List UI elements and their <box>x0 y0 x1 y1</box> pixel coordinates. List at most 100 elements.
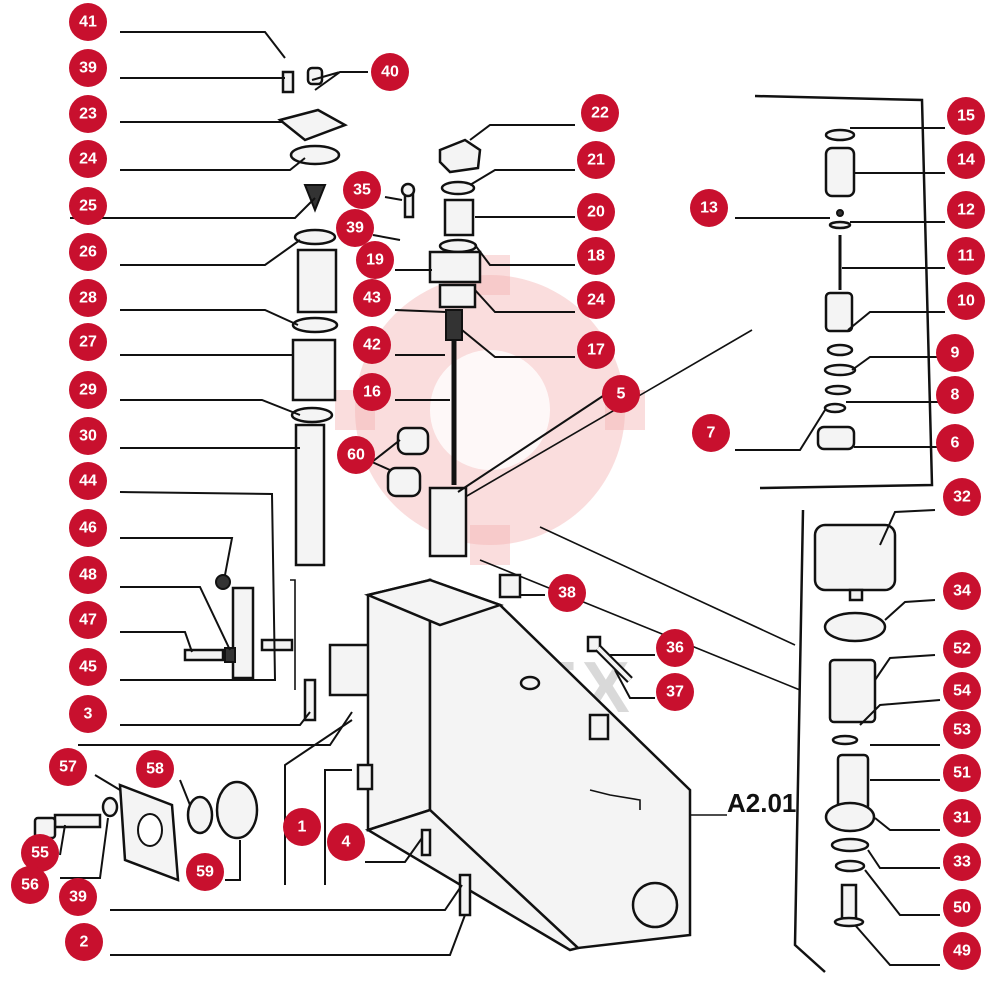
callout-13: 13 <box>690 189 728 227</box>
svg-text:28: 28 <box>79 290 97 307</box>
svg-text:39: 39 <box>69 889 87 906</box>
callout-4: 4 <box>327 823 365 861</box>
callout-36: 36 <box>656 629 694 667</box>
callout-9: 9 <box>936 334 974 372</box>
svg-text:29: 29 <box>79 382 97 399</box>
callout-37: 37 <box>656 673 694 711</box>
callout-17: 17 <box>577 331 615 369</box>
relief-valve-detail <box>813 523 897 928</box>
callout-24: 24 <box>69 140 107 178</box>
callout-12: 12 <box>947 191 985 229</box>
svg-text:27: 27 <box>79 334 97 351</box>
svg-text:25: 25 <box>79 198 97 215</box>
callout-35: 35 <box>343 171 381 209</box>
svg-text:15: 15 <box>957 108 975 125</box>
callout-26: 26 <box>69 233 107 271</box>
svg-text:3: 3 <box>84 706 93 723</box>
svg-text:56: 56 <box>21 877 39 894</box>
svg-text:4: 4 <box>342 834 351 851</box>
svg-text:9: 9 <box>951 345 960 362</box>
callout-14: 14 <box>947 141 985 179</box>
callout-25: 25 <box>69 187 107 225</box>
callouts: 41 39 40 23 24 25 26 28 27 29 30 44 46 4… <box>11 3 985 970</box>
callout-20: 20 <box>577 193 615 231</box>
svg-text:59: 59 <box>196 864 214 881</box>
svg-text:20: 20 <box>587 204 605 221</box>
callout-15: 15 <box>947 97 985 135</box>
svg-text:60: 60 <box>347 447 365 464</box>
callout-52: 52 <box>943 630 981 668</box>
svg-text:10: 10 <box>957 293 975 310</box>
callout-34: 34 <box>943 572 981 610</box>
callout-55: 55 <box>21 834 59 872</box>
callout-42: 42 <box>353 326 391 364</box>
svg-text:5: 5 <box>617 386 626 403</box>
callout-28: 28 <box>69 279 107 317</box>
svg-text:6: 6 <box>951 435 960 452</box>
svg-text:52: 52 <box>953 641 971 658</box>
callout-16: 16 <box>353 373 391 411</box>
callout-46: 46 <box>69 509 107 547</box>
callout-19: 19 <box>356 241 394 279</box>
svg-text:18: 18 <box>587 248 605 265</box>
svg-text:39: 39 <box>79 60 97 77</box>
callout-39: 39 <box>69 49 107 87</box>
left-filter-stack <box>277 66 348 567</box>
callout-47: 47 <box>69 601 107 639</box>
svg-text:26: 26 <box>79 244 97 261</box>
callout-24b: 24 <box>577 281 615 319</box>
svg-text:23: 23 <box>79 106 97 123</box>
callout-18: 18 <box>577 237 615 275</box>
callout-31: 31 <box>943 799 981 837</box>
svg-text:21: 21 <box>587 152 605 169</box>
svg-text:24: 24 <box>79 151 97 168</box>
callout-23: 23 <box>69 95 107 133</box>
svg-text:32: 32 <box>953 489 971 506</box>
callout-1: 1 <box>283 808 321 846</box>
svg-text:51: 51 <box>953 765 971 782</box>
svg-text:22: 22 <box>591 105 609 122</box>
svg-text:53: 53 <box>953 722 971 739</box>
svg-text:58: 58 <box>146 761 164 778</box>
figure-reference: A2.01 <box>727 788 796 818</box>
hydraulic-tank <box>356 573 692 952</box>
callout-59: 59 <box>186 853 224 891</box>
svg-text:50: 50 <box>953 900 971 917</box>
callout-7: 7 <box>692 414 730 452</box>
svg-text:12: 12 <box>957 202 975 219</box>
svg-text:54: 54 <box>953 683 971 700</box>
svg-text:44: 44 <box>79 473 97 490</box>
callout-43: 43 <box>353 279 391 317</box>
svg-text:36: 36 <box>666 640 684 657</box>
svg-text:39: 39 <box>346 220 364 237</box>
callout-27: 27 <box>69 323 107 361</box>
svg-text:41: 41 <box>79 14 97 31</box>
svg-text:42: 42 <box>363 337 381 354</box>
callout-57: 57 <box>49 748 87 786</box>
svg-text:47: 47 <box>79 612 97 629</box>
leader-lines <box>59 31 945 966</box>
bracket-assembly <box>183 574 392 722</box>
callout-22: 22 <box>581 94 619 132</box>
callout-5: 5 <box>602 375 640 413</box>
callout-32: 32 <box>943 478 981 516</box>
svg-text:37: 37 <box>666 684 684 701</box>
callout-10: 10 <box>947 282 985 320</box>
callout-41: 41 <box>69 3 107 41</box>
callout-33: 33 <box>943 843 981 881</box>
svg-text:45: 45 <box>79 659 97 676</box>
callout-54: 54 <box>943 672 981 710</box>
svg-text:46: 46 <box>79 520 97 537</box>
callout-8: 8 <box>936 376 974 414</box>
svg-text:31: 31 <box>953 810 971 827</box>
svg-text:13: 13 <box>700 200 718 217</box>
svg-text:14: 14 <box>957 152 975 169</box>
callout-53: 53 <box>943 711 981 749</box>
callout-48: 48 <box>69 556 107 594</box>
svg-text:48: 48 <box>79 567 97 584</box>
callout-2: 2 <box>65 923 103 961</box>
center-cap-stack <box>400 138 482 558</box>
callout-44: 44 <box>69 462 107 500</box>
svg-text:7: 7 <box>707 425 716 442</box>
